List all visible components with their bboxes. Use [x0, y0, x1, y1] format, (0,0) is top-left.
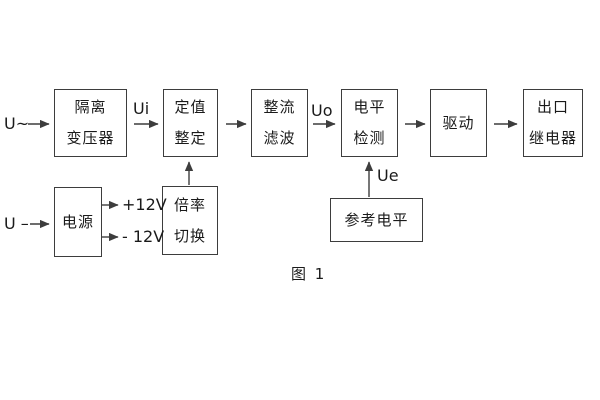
block-label: 倍率: [173, 195, 206, 214]
block-label: 出口: [536, 98, 569, 116]
label-signal-ui: Ui: [133, 99, 150, 118]
label-input-ac: U~: [4, 114, 30, 133]
block-isolation-transformer: 隔离 变压器: [54, 89, 127, 157]
block-label: 驱动: [442, 113, 475, 132]
block-label: 定值: [174, 98, 207, 116]
block-label: 切换: [173, 226, 206, 245]
block-ratio-switch: 倍率 切换: [162, 186, 218, 255]
block-setpoint-adjust: 定值 整定: [163, 89, 218, 157]
block-label: 整流: [263, 98, 296, 116]
block-label: 电平: [353, 98, 386, 116]
block-reference-level: 参考电平: [330, 198, 423, 242]
label-input-dc: U –: [4, 214, 29, 233]
block-output-relay: 出口 继电器: [523, 89, 583, 157]
block-driver: 驱动: [430, 89, 487, 157]
block-label: 电源: [61, 212, 94, 231]
block-label: 隔离: [74, 98, 107, 116]
label-minus-12v: - 12V: [122, 227, 165, 246]
block-label: 参考电平: [344, 210, 409, 229]
figure-caption: 图 1: [291, 265, 327, 283]
block-level-detect: 电平 检测: [341, 89, 398, 157]
block-label: 检测: [353, 129, 386, 147]
block-label: 变压器: [66, 129, 115, 147]
label-signal-ue: Ue: [377, 166, 399, 185]
block-label: 滤波: [263, 129, 296, 147]
label-signal-uo: Uo: [311, 101, 333, 120]
block-label: 整定: [174, 129, 207, 147]
block-power-supply: 电源: [54, 187, 102, 257]
block-rectifier-filter: 整流 滤波: [251, 89, 308, 157]
label-plus-12v: +12V: [122, 195, 167, 214]
block-label: 继电器: [528, 129, 577, 147]
